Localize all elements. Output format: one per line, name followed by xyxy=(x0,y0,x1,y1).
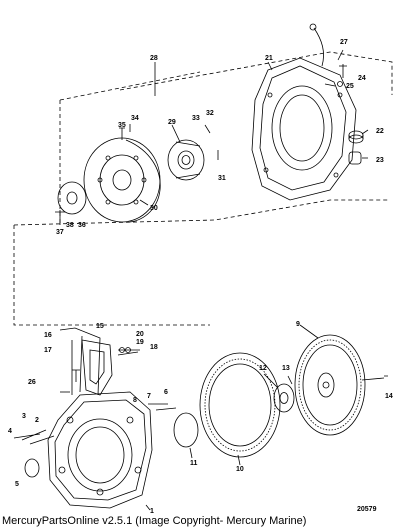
callout-14: 14 xyxy=(385,393,393,400)
callout-30: 30 xyxy=(150,205,158,212)
o-ring-11 xyxy=(173,412,199,448)
callout-8: 8 xyxy=(133,397,137,404)
callout-24: 24 xyxy=(358,75,366,82)
callout-33: 33 xyxy=(192,115,200,122)
callout-20: 20 xyxy=(136,331,144,338)
callout-11: 11 xyxy=(190,460,198,467)
adapter-plate-12 xyxy=(273,383,295,413)
figure-reference-number: 20579 xyxy=(357,506,377,513)
flywheel-housing-21 xyxy=(251,57,357,201)
callout-6: 6 xyxy=(164,389,168,396)
callout-2: 2 xyxy=(35,417,39,424)
callout-26: 26 xyxy=(28,379,36,386)
callout-36: 36 xyxy=(78,222,86,229)
callout-9: 9 xyxy=(296,321,300,328)
callout-10: 10 xyxy=(236,466,244,473)
copyright-footer: MercuryPartsOnline v2.5.1 (Image Copyrig… xyxy=(2,515,307,527)
callout-31: 31 xyxy=(218,175,226,182)
callout-25: 25 xyxy=(346,83,354,90)
callout-37: 37 xyxy=(56,229,64,236)
callout-23: 23 xyxy=(376,157,384,164)
callout-21: 21 xyxy=(265,55,273,62)
callout-27: 27 xyxy=(340,39,348,46)
mount-bracket-15 xyxy=(81,339,113,396)
callout-15: 15 xyxy=(96,323,104,330)
upper-assembly-box xyxy=(119,51,393,95)
callout-3: 3 xyxy=(22,413,26,420)
ring-gear-10 xyxy=(199,352,281,458)
hub-36 xyxy=(57,181,87,215)
callout-28: 28 xyxy=(150,55,158,62)
callout-4: 4 xyxy=(8,428,12,435)
callout-12: 12 xyxy=(259,365,267,372)
plug-23 xyxy=(348,151,362,165)
callout-18: 18 xyxy=(150,344,158,351)
ground-cable-27 xyxy=(313,27,324,67)
callout-5: 5 xyxy=(15,481,19,488)
coupler-29 xyxy=(167,139,205,181)
drive-plate-30 xyxy=(83,137,161,223)
callout-32: 32 xyxy=(206,110,214,117)
callout-22: 22 xyxy=(376,128,384,135)
callout-34: 34 xyxy=(131,115,139,122)
callout-19: 19 xyxy=(136,339,144,346)
callout-7: 7 xyxy=(147,393,151,400)
callout-1: 1 xyxy=(150,508,154,515)
callout-16: 16 xyxy=(44,332,52,339)
callout-38: 38 xyxy=(66,222,74,229)
flywheel-9 xyxy=(294,334,366,436)
bell-housing-1 xyxy=(47,327,153,509)
o-ring-5 xyxy=(24,458,40,478)
callout-29: 29 xyxy=(168,119,176,126)
callout-13: 13 xyxy=(282,365,290,372)
callout-35: 35 xyxy=(118,122,126,129)
screw-24 xyxy=(339,64,347,78)
callout-17: 17 xyxy=(44,347,52,354)
